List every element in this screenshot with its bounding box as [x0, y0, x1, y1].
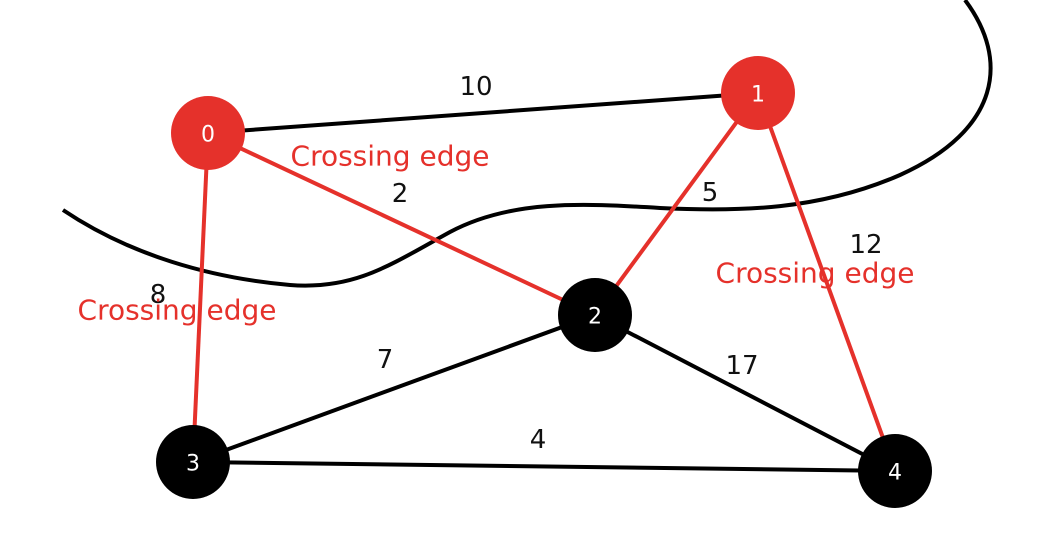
node-label: 1 — [751, 83, 765, 108]
crossing-edge-label: Crossing edge — [291, 140, 490, 173]
crossing-edge-label: Crossing edge — [716, 257, 915, 290]
edge-weight-0-3: 8 — [150, 280, 167, 310]
node-circle — [171, 96, 245, 170]
edge-weight-0-1: 10 — [459, 72, 492, 102]
node-label: 0 — [201, 123, 215, 148]
node-3: 3 — [156, 425, 230, 499]
edge-weight-3-4: 4 — [530, 425, 547, 455]
edge-weight-0-2: 2 — [392, 179, 409, 209]
edge-0-1 — [207, 91, 759, 135]
edge-0-2 — [207, 131, 596, 317]
node-0: 0 — [171, 96, 245, 170]
node-circle — [156, 425, 230, 499]
edge-2-4 — [594, 313, 896, 473]
node-circle — [721, 56, 795, 130]
node-1: 1 — [721, 56, 795, 130]
node-label: 4 — [888, 461, 902, 486]
cut-curve — [61, 0, 993, 288]
node-4: 4 — [858, 434, 932, 508]
edge-3-4 — [192, 460, 896, 473]
edge-1-2 — [593, 91, 760, 317]
edge-2-3 — [192, 313, 596, 464]
node-2: 2 — [558, 278, 632, 352]
crossing-edge-label: Crossing edge — [78, 294, 277, 327]
node-label: 2 — [588, 305, 602, 330]
edge-weight-2-3: 7 — [377, 345, 394, 375]
node-label: 3 — [186, 452, 200, 477]
node-circle — [558, 278, 632, 352]
edge-1-4 — [756, 92, 897, 472]
edge-weight-2-4: 17 — [725, 351, 758, 381]
edge-0-3 — [191, 132, 210, 463]
edges — [191, 91, 897, 473]
edge-weight-1-2: 5 — [702, 178, 719, 208]
edge-weight-1-4: 12 — [849, 230, 882, 260]
node-circle — [858, 434, 932, 508]
